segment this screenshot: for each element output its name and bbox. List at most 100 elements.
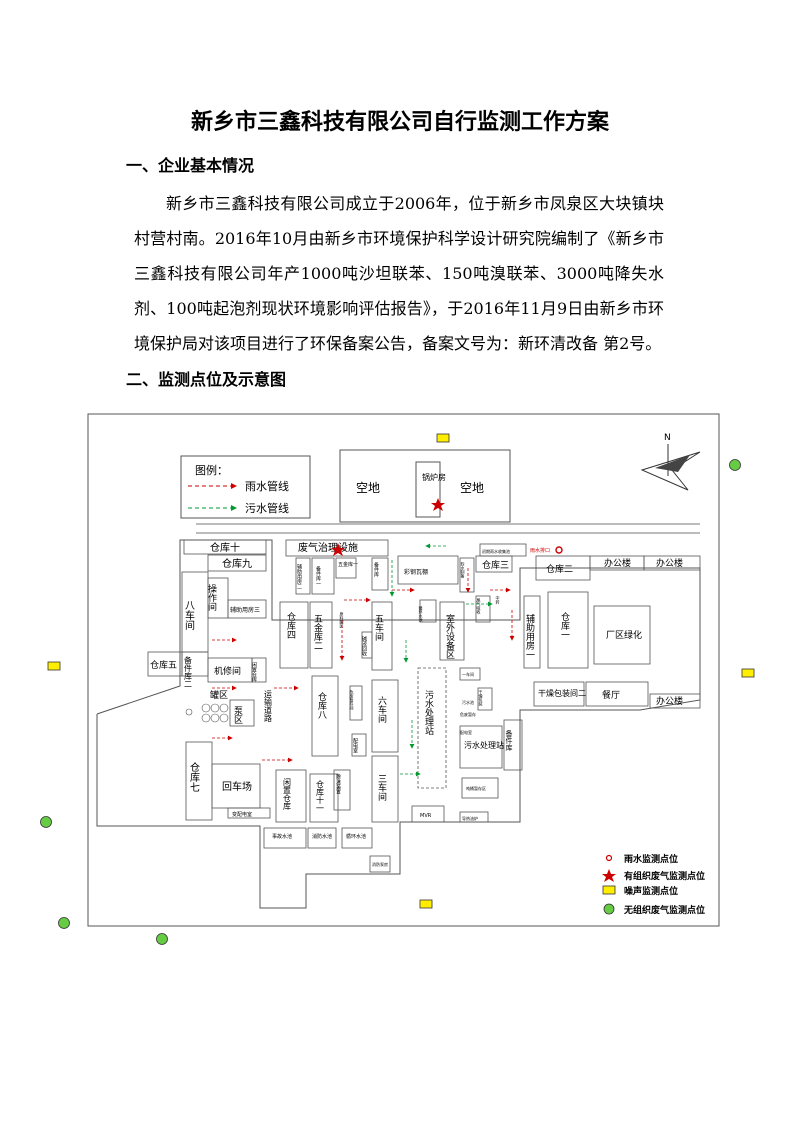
label-ck7: 仓库七: [188, 761, 200, 792]
bldg-bjk: [371, 557, 389, 591]
bldg-ysq: [349, 685, 363, 721]
label-boiler: 锅炉房: [422, 472, 446, 482]
label-drby: 导热油炉: [462, 815, 478, 821]
label-ck10: 仓库十: [210, 541, 240, 554]
bldg-gzb: [533, 681, 585, 707]
label-bjk: 备件库: [373, 561, 379, 578]
label-fzyf3: 辅助用房三: [230, 606, 260, 614]
label-sgsc: 事故水池: [272, 833, 292, 840]
label-wfzc: 危废暂存: [460, 711, 476, 717]
label-cqlh: 厂区绿化: [606, 629, 642, 641]
label-ck3: 仓库三: [482, 559, 509, 571]
bldg-yicj: [459, 667, 481, 681]
label-ck5: 仓库五: [150, 659, 177, 671]
label-fzyf1: 辅助用房一: [524, 613, 535, 659]
label-bianpei: 变配电室: [232, 811, 252, 818]
label-ck8: 仓库八: [316, 691, 327, 719]
bldg-cj6: [371, 679, 399, 753]
label-xiujian: 机修间: [214, 665, 241, 677]
bldg-fzyf3: [227, 599, 267, 619]
label-bjk1: 备件库一: [315, 565, 321, 586]
label-initial-rain: 初期雨水收集池: [482, 548, 510, 554]
bldg-bengqu: [229, 699, 255, 727]
bldg-bjk1: [311, 557, 335, 595]
label-xhsc: 循环水池: [346, 833, 366, 840]
intro-paragraph: 新乡市三鑫科技有限公司成立于2006年，位于新乡市凤泉区大块镇块村营村南。201…: [134, 194, 664, 353]
bldg-ck8: [311, 675, 339, 757]
legend-rain-point: 雨水监测点位: [624, 853, 678, 865]
site-boundary: [96, 539, 701, 909]
gas-point-facility: [331, 543, 345, 556]
legend-title: 图例：: [195, 463, 228, 477]
bldg-swsbq: [439, 601, 465, 661]
label-bjk2: 备件库二: [184, 655, 193, 688]
legend-rain-pipe: 雨水管线: [245, 479, 289, 493]
bldg-xsj: [361, 631, 373, 659]
map-frame: [87, 413, 720, 927]
label-xfsc: 消防水池: [312, 833, 332, 840]
bldg-gzbz: [477, 687, 493, 711]
noise-monitoring-points: [47, 433, 755, 909]
label-rczq: 软水制备: [461, 561, 466, 579]
bldg-ck1: [547, 591, 589, 669]
label-bgl3: 办公楼: [656, 695, 683, 707]
bldg-xzck2: [275, 769, 307, 823]
bldg-ck10: [183, 539, 267, 555]
label-xzck2: 闲置仓库: [283, 778, 292, 811]
label-bgl1: 办公楼: [604, 557, 631, 569]
label-huichechang: 回车场: [222, 780, 252, 793]
label-czj: 操作间: [206, 583, 217, 612]
rain-point-outlet: [555, 546, 563, 554]
gas-point-boiler: [431, 498, 445, 511]
label-wsclz1: 污水处理站: [423, 689, 434, 736]
bldg-chulian: [333, 769, 351, 811]
label-wxhs: 尾气吸收: [477, 597, 482, 615]
label-ck4: 仓库四: [285, 611, 296, 639]
sewage-pipe-lines: [389, 543, 493, 777]
bldg-xfbf: [369, 855, 391, 873]
bldg-xfsc: [307, 827, 337, 849]
label-ck1: 仓库一: [559, 611, 570, 639]
label-cj5: 五车间: [373, 614, 384, 642]
page-title: 新乡市三鑫科技有限公司自行监测工作方案: [190, 110, 609, 135]
bldg-xzck: [251, 657, 267, 683]
bldg-ck3: [475, 555, 513, 573]
pipe-legend: 图例： 雨水管线 污水管线: [180, 455, 311, 519]
boiler-room: [415, 461, 441, 518]
section-heading-basic-info: 一、企业基本情况: [126, 156, 255, 175]
bldg-sgsc: [263, 827, 307, 849]
label-xsj: 碱液回收: [361, 635, 367, 657]
label-xfbf: 消防泵房: [372, 861, 388, 867]
monitoring-legend: 雨水监测点位 有组织废气监测点位 噪声监测点位 无组织废气监测点位: [602, 853, 705, 916]
bldg-bianpei: [227, 807, 271, 819]
label-chulian: 除沫装置: [335, 773, 341, 795]
label-cj6: 六车间: [376, 695, 387, 724]
label-ck2: 仓库二: [546, 563, 573, 575]
bldg-czj: [207, 577, 229, 619]
gas-monitoring-points: [331, 498, 445, 556]
bldg-fzyf1: [523, 595, 541, 669]
label-fzyf2: 辅助用房二: [296, 563, 302, 589]
bldg-bgl3: [649, 693, 701, 709]
label-swsbq: 室外设备区: [444, 613, 455, 659]
bldg-wjk1: [335, 557, 357, 579]
section-heading-monitoring: 二、监测点位及示意图: [126, 370, 287, 389]
bldg-ck11: [309, 773, 339, 823]
tank-group: [185, 703, 229, 723]
label-yicj: 一车间: [462, 671, 474, 677]
label-kongdi-right: 空地: [460, 481, 484, 495]
bldg-cqlh: [593, 605, 651, 665]
label-mvr: MVR: [420, 813, 432, 819]
legend-noise-point: 噪声监测点位: [624, 885, 678, 897]
bldg-fzyf2: [295, 557, 311, 595]
label-bgl2: 办公楼: [656, 557, 683, 569]
label-gzbz: 干燥包装: [479, 690, 484, 707]
label-cxdf: 原料罐区: [340, 612, 345, 628]
label-ck11: 仓库十一: [316, 779, 325, 812]
bldg-gas-fac: [285, 539, 389, 557]
empty-lot-area: [339, 449, 511, 523]
label-rain-out: 雨水排口: [530, 547, 550, 554]
bldg-bianp: [351, 733, 367, 757]
label-wjk1: 五金库一: [338, 561, 358, 568]
